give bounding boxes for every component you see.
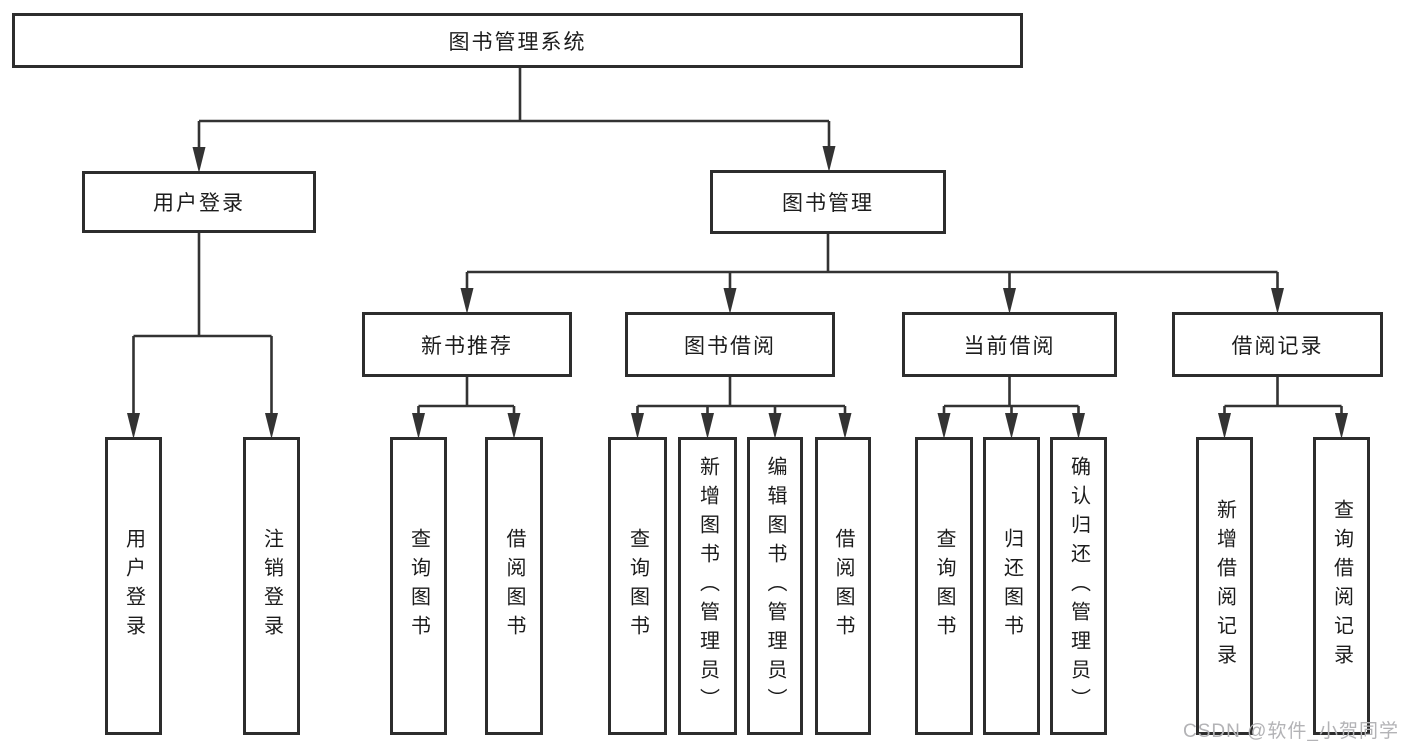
leaf-label: 借阅图书 [503, 528, 525, 644]
node-new-book-recommend: 新书推荐 [362, 312, 572, 377]
node-label: 图书借阅 [684, 334, 776, 358]
leaf-query-books-borrow: 查询图书 [608, 437, 667, 735]
leaf-label: 编辑图书（管理员） [764, 455, 786, 717]
leaf-label: 新增图书（管理员） [696, 455, 719, 717]
node-library-management-system: 图书管理系统 [12, 13, 1023, 68]
leaf-label: 注销登录 [260, 528, 283, 644]
leaf-return-book: 归还图书 [983, 437, 1040, 735]
leaf-label: 查询图书 [933, 528, 955, 644]
leaf-label: 查询图书 [626, 528, 649, 644]
leaf-add-borrow-record: 新增借阅记录 [1196, 437, 1253, 735]
leaf-borrow-books-recommend: 借阅图书 [485, 437, 543, 735]
leaf-label: 确认归还（管理员） [1067, 455, 1090, 717]
node-label: 用户登录 [153, 192, 245, 215]
node-label: 当前借阅 [963, 334, 1056, 358]
leaf-edit-book-admin: 编辑图书（管理员） [747, 437, 803, 735]
leaf-query-books-recommend: 查询图书 [390, 437, 447, 735]
csdn-watermark: CSDN @软件_小贺同学 [1183, 721, 1399, 742]
leaf-borrow-books: 借阅图书 [815, 437, 871, 735]
leaf-confirm-return-admin: 确认归还（管理员） [1050, 437, 1107, 735]
node-current-borrow: 当前借阅 [902, 312, 1117, 377]
node-label: 借阅记录 [1231, 334, 1324, 358]
leaf-user-login: 用户登录 [105, 437, 162, 735]
node-label: 图书管理系统 [448, 30, 587, 54]
leaf-label: 归还图书 [1000, 528, 1023, 644]
leaf-label: 查询借阅记录 [1330, 499, 1353, 673]
node-borrow-records: 借阅记录 [1172, 312, 1383, 377]
node-label: 新书推荐 [421, 334, 513, 358]
leaf-query-books-current: 查询图书 [915, 437, 973, 735]
node-book-borrow: 图书借阅 [625, 312, 835, 377]
leaf-query-borrow-record: 查询借阅记录 [1313, 437, 1370, 735]
leaf-label: 新增借阅记录 [1213, 499, 1236, 673]
node-user-login: 用户登录 [82, 171, 316, 233]
leaf-label: 查询图书 [407, 528, 430, 644]
leaf-logout: 注销登录 [243, 437, 300, 735]
leaf-label: 用户登录 [122, 528, 145, 644]
node-book-management: 图书管理 [710, 170, 946, 234]
node-label: 图书管理 [782, 192, 874, 215]
leaf-label: 借阅图书 [832, 528, 854, 644]
leaf-add-book-admin: 新增图书（管理员） [678, 437, 737, 735]
